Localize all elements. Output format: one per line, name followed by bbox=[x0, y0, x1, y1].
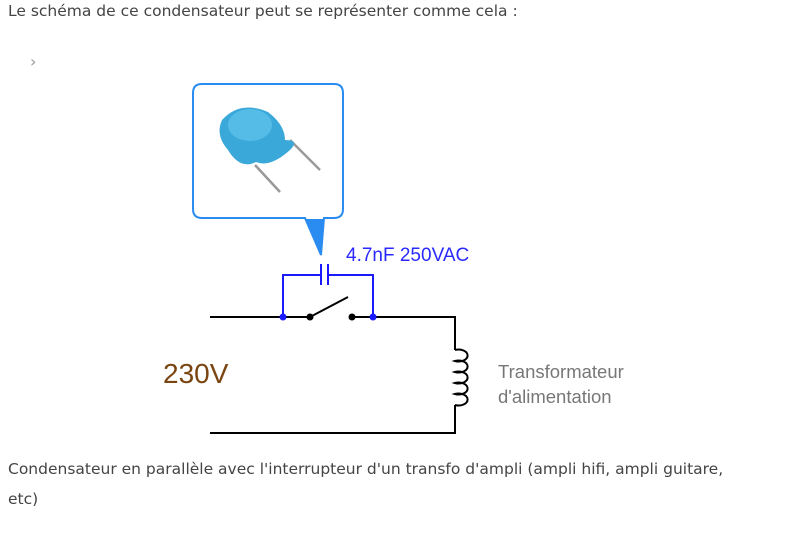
circuit-wires bbox=[210, 296, 456, 434]
transformer-label-line1: Transformateur bbox=[498, 361, 624, 382]
capacitor-label: 4.7nF 250VAC bbox=[346, 245, 470, 266]
caption-line2: etc) bbox=[8, 490, 39, 508]
voltage-label: 230V bbox=[163, 358, 229, 389]
bypass-capacitor bbox=[282, 264, 374, 317]
capacitor-photo-callout bbox=[192, 83, 344, 256]
transformer-label-line2: d'alimentation bbox=[498, 386, 612, 407]
transformer-coil-icon bbox=[451, 348, 469, 407]
intro-text: Le schéma de ce condensateur peut se rep… bbox=[8, 2, 518, 20]
chevron-right-icon[interactable]: › bbox=[30, 52, 37, 71]
ceramic-capacitor-image bbox=[219, 107, 321, 193]
transformer-label: Transformateur d'alimentation bbox=[498, 359, 624, 409]
junction-dots bbox=[279, 313, 377, 321]
caption-line1: Condensateur en parallèle avec l'interru… bbox=[8, 460, 724, 478]
